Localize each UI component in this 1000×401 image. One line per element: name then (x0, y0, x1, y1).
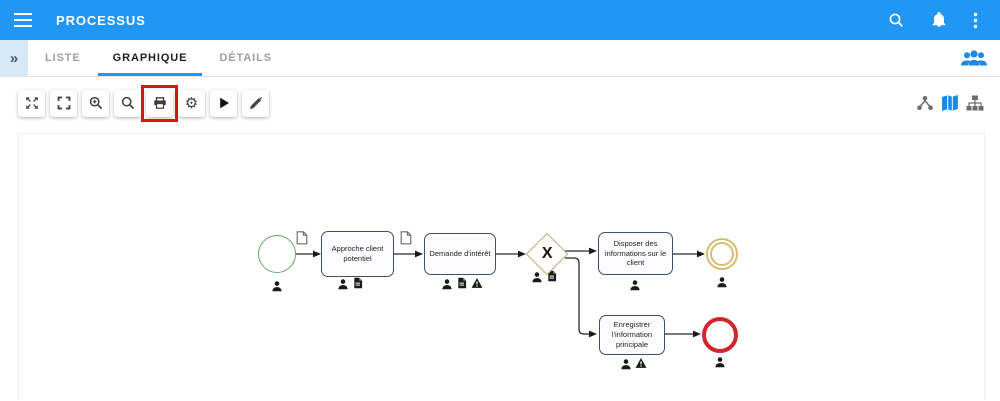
start-event[interactable] (258, 235, 296, 273)
play-button[interactable] (210, 89, 237, 117)
task-demande-interet[interactable]: Demande d'intérêt (424, 233, 496, 275)
hierarchy-icon[interactable] (966, 95, 984, 111)
arrowheads (313, 247, 705, 338)
people-icon[interactable] (960, 40, 988, 76)
diagram-canvas[interactable]: Approche client potentiel Demande d'inté… (18, 133, 985, 400)
fit-view-button[interactable] (18, 89, 45, 117)
task-approche-client[interactable]: Approche client potentiel (321, 231, 394, 277)
edit-off-button[interactable] (242, 89, 269, 117)
connections-icon[interactable] (916, 95, 934, 111)
zoom-out-button[interactable] (114, 89, 141, 117)
person-icon (442, 279, 452, 290)
person-icon (532, 272, 542, 283)
view-mode-icons (916, 94, 984, 112)
expand-panel-button[interactable]: » (0, 40, 28, 76)
settings-button[interactable]: ⚙ (178, 89, 205, 117)
document-icon (296, 231, 308, 245)
gateway-x-label: X (541, 244, 553, 262)
warning-icon (635, 358, 647, 368)
document-icon (400, 231, 412, 245)
zoom-in-button[interactable] (82, 89, 109, 117)
tab-liste[interactable]: LISTE (45, 52, 81, 64)
diagram-toolbar: ⚙ (0, 77, 1000, 129)
app-header: PROCESSUS (0, 0, 1000, 40)
tab-bar: » LISTE GRAPHIQUE DÉTAILS (0, 40, 1000, 77)
sequence-flows (272, 231, 727, 370)
document-icon (354, 277, 363, 289)
tab-graphique[interactable]: GRAPHIQUE (97, 40, 203, 76)
person-icon (715, 357, 725, 368)
end-event-red[interactable] (702, 317, 738, 353)
task-enregistrer-information[interactable]: Enregistrer l'information principale (599, 315, 665, 355)
page-title: PROCESSUS (56, 12, 146, 28)
gear-icon: ⚙ (184, 94, 199, 112)
document-icon (458, 277, 467, 289)
menu-icon[interactable] (14, 13, 32, 27)
person-icon (717, 277, 727, 288)
task-disposer-informations[interactable]: Disposer des informations sur le client (598, 232, 673, 275)
map-icon[interactable] (941, 94, 959, 112)
tab-details[interactable]: DÉTAILS (219, 52, 272, 64)
person-icon (338, 279, 348, 290)
sequence-flow-lines (296, 250, 698, 335)
warning-icon (471, 278, 483, 288)
person-icon (630, 280, 640, 291)
end-event-gold[interactable] (706, 238, 738, 270)
notifications-icon[interactable] (931, 12, 947, 28)
search-icon[interactable] (888, 12, 905, 29)
person-icon (272, 281, 282, 292)
fullscreen-button[interactable] (50, 89, 77, 117)
person-icon (621, 359, 631, 370)
print-button[interactable] (141, 84, 178, 122)
more-vert-icon[interactable] (973, 12, 978, 29)
